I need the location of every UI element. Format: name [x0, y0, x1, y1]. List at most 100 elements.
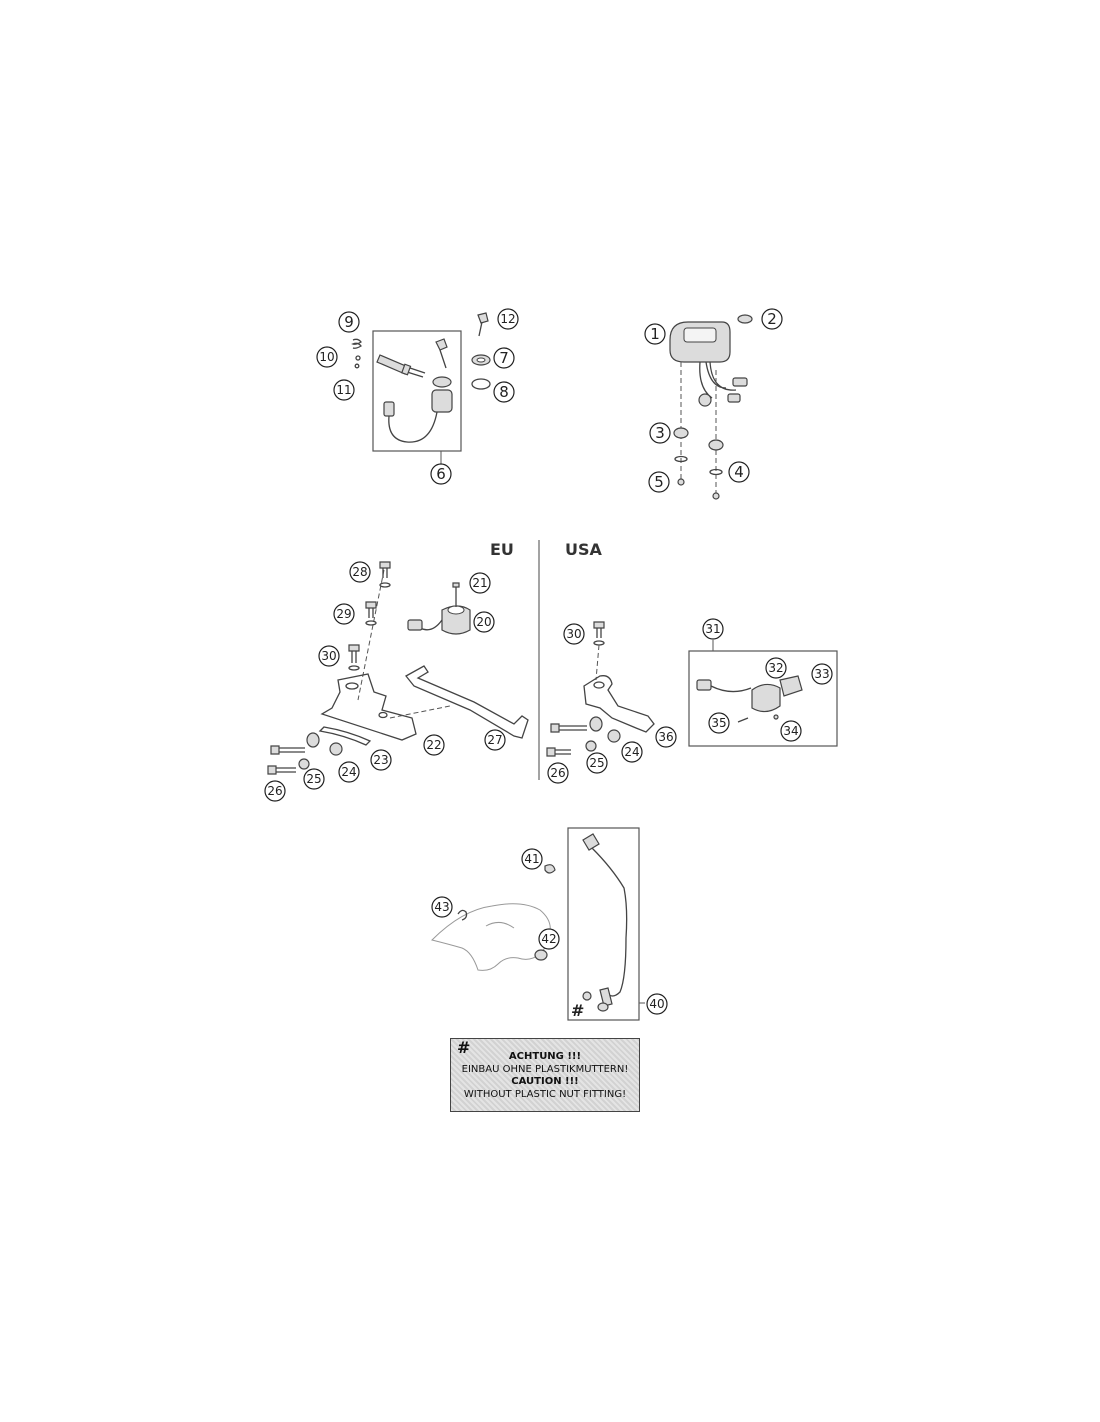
connector-part [383, 401, 395, 417]
callout-25-usa: 25 [586, 752, 608, 774]
switch-cable-part [388, 411, 438, 443]
svg-text:25: 25 [306, 772, 321, 786]
callout-25: 25 [303, 768, 325, 790]
svg-text:41: 41 [524, 852, 539, 866]
svg-text:24: 24 [624, 745, 639, 759]
ring-43-part [457, 909, 468, 921]
eu-section-label: EU [490, 540, 514, 559]
ignition-lock-group [351, 312, 491, 464]
svg-text:10: 10 [319, 350, 334, 364]
spring-part [351, 338, 362, 349]
svg-text:26: 26 [550, 766, 565, 780]
callout-9: 9 [338, 311, 360, 333]
svg-text:43: 43 [434, 900, 449, 914]
svg-text:27: 27 [487, 733, 502, 747]
strap-23-part [318, 726, 372, 746]
svg-text:36: 36 [658, 730, 673, 744]
usa-mounting-group [546, 621, 838, 757]
bracket-22-part [320, 673, 417, 741]
svg-text:32: 32 [768, 661, 783, 675]
bolt-26-usa-part [559, 725, 587, 731]
callout-32: 32 [765, 657, 787, 679]
callout-4: 4 [728, 461, 750, 483]
callout-7: 7 [493, 347, 515, 369]
callout-40: 40 [646, 993, 668, 1015]
eu-mounting-group [267, 561, 529, 775]
screw-28-part [379, 561, 391, 569]
callout-30-usa: 30 [563, 623, 585, 645]
callout-23: 23 [370, 749, 392, 771]
svg-text:1: 1 [650, 325, 660, 343]
svg-text:20: 20 [476, 615, 491, 629]
callouts: 1 2 3 4 5 6 7 8 9 10 11 12 20 21 22 23 2… [264, 308, 833, 1015]
svg-text:11: 11 [336, 383, 351, 397]
svg-text:22: 22 [426, 738, 441, 752]
svg-text:33: 33 [814, 667, 829, 681]
clip-41-part [544, 864, 556, 874]
svg-text:9: 9 [344, 313, 354, 331]
svg-text:30: 30 [566, 627, 581, 641]
nut-24-part [329, 742, 343, 756]
svg-text:23: 23 [373, 753, 388, 767]
callout-6: 6 [430, 463, 452, 485]
washer-34-part [773, 714, 779, 720]
caution-notice: # ACHTUNG !!! EINBAU OHNE PLASTIKMUTTERN… [450, 1038, 640, 1112]
svg-text:25: 25 [589, 756, 604, 770]
callout-1: 1 [644, 323, 666, 345]
callout-28: 28 [349, 561, 371, 583]
callout-3: 3 [649, 422, 671, 444]
nut-42-part [534, 949, 548, 961]
callout-26: 26 [264, 780, 286, 802]
callout-22: 22 [423, 734, 445, 756]
speedometer-cable-part [699, 361, 737, 399]
callout-35: 35 [708, 712, 730, 734]
fork-outline-part [431, 903, 551, 971]
callout-31: 31 [702, 618, 724, 640]
nut-part [677, 478, 685, 486]
callout-12: 12 [497, 308, 519, 330]
callout-11: 11 [333, 379, 355, 401]
callout-30: 30 [318, 645, 340, 667]
svg-text:31: 31 [705, 622, 720, 636]
bracket-27-part [405, 665, 529, 739]
svg-text:29: 29 [336, 607, 351, 621]
callout-2: 2 [761, 308, 783, 330]
screw-35-part [737, 717, 749, 723]
rubber-bushing-part [673, 427, 689, 439]
notice-line-4: WITHOUT PLASTIC NUT FITTING! [463, 1088, 627, 1100]
svg-text:3: 3 [655, 424, 665, 442]
speed-sensor-group: # [431, 827, 645, 1021]
svg-text:35: 35 [711, 716, 726, 730]
callout-21: 21 [469, 572, 491, 594]
magnet-33-part [779, 675, 803, 697]
callout-33: 33 [811, 663, 833, 685]
callout-29: 29 [333, 603, 355, 625]
sensor-kit-31-box [688, 650, 838, 747]
svg-text:12: 12 [500, 312, 515, 326]
cap-part [737, 314, 753, 324]
callout-26-usa: 26 [547, 762, 569, 784]
svg-text:5: 5 [654, 473, 664, 491]
callout-20: 20 [473, 611, 495, 633]
callout-36: 36 [655, 726, 677, 748]
callout-24: 24 [338, 761, 360, 783]
svg-text:26: 26 [267, 784, 282, 798]
bracket-36-part [583, 675, 655, 733]
usa-section-label: USA [565, 540, 603, 559]
svg-text:24: 24 [341, 765, 356, 779]
svg-text:21: 21 [472, 576, 487, 590]
callout-5: 5 [648, 471, 670, 493]
key-12-part [477, 312, 489, 324]
svg-text:6: 6 [436, 465, 446, 483]
notice-hash-symbol: # [457, 1038, 471, 1057]
bolt-26-part [279, 747, 305, 753]
ignition-switch-part [431, 389, 453, 413]
svg-text:40: 40 [649, 997, 664, 1011]
callout-42: 42 [538, 928, 560, 950]
callout-34: 34 [780, 720, 802, 742]
notice-line-1: ACHTUNG !!! [508, 1051, 582, 1062]
speed-sensor-cable-part [591, 847, 628, 997]
callout-24-usa: 24 [621, 741, 643, 763]
washer-part [471, 378, 491, 390]
